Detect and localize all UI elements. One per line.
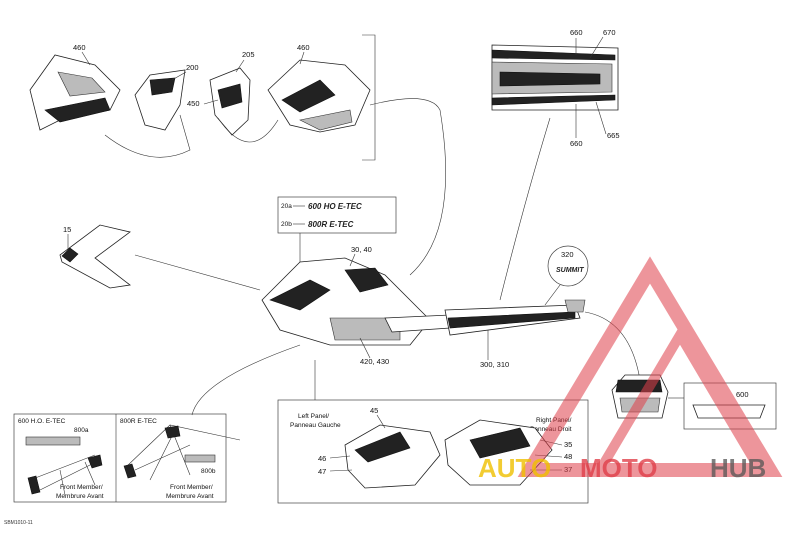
- nose-part-15: [59, 224, 131, 289]
- callout-420-430: 420, 430: [360, 357, 389, 366]
- callout-460-right: 460: [297, 43, 310, 52]
- front-member-800r: [123, 424, 241, 481]
- model-decal-box: [277, 196, 397, 234]
- callout-30-40: 30, 40: [351, 245, 372, 254]
- label-front-member-1-fr: Membrure Avant: [56, 493, 104, 500]
- callout-665: 665: [607, 131, 620, 140]
- watermark-logo: [517, 256, 783, 477]
- label-600-ho: 600 H.O. E-TEC: [18, 418, 66, 425]
- sled-body: [261, 257, 451, 346]
- callout-45: 45: [370, 406, 378, 415]
- tunnel-top-view: [491, 44, 619, 111]
- front-member-box: [13, 413, 227, 503]
- label-left-panel-fr: Panneau Gauche: [290, 422, 341, 429]
- callout-20b: 20b: [281, 221, 292, 228]
- callout-20a: 20a: [281, 203, 292, 210]
- label-front-member-2: Front Member/: [170, 484, 213, 491]
- side-panel-right-460: [267, 59, 371, 133]
- side-panel-200: [134, 69, 186, 131]
- decal-800a: [25, 436, 81, 446]
- label-left-panel: Left Panel/: [298, 413, 329, 420]
- svg-text:HUB: HUB: [710, 453, 766, 483]
- side-panel-left-460: [29, 54, 121, 131]
- callout-800a: 800a: [74, 427, 89, 434]
- decal-summit: SUMMIT: [556, 267, 584, 274]
- footer-code: SBM1010-11: [4, 520, 33, 526]
- callout-800b: 800b: [201, 468, 216, 475]
- callout-205: 205: [242, 50, 255, 59]
- decal-600ho: 600 HO E-TEC: [308, 202, 362, 211]
- svg-text:MOTO: MOTO: [580, 453, 658, 483]
- callout-660-top: 660: [570, 28, 583, 37]
- label-front-member-2-fr: Membrure Avant: [166, 493, 214, 500]
- callout-600: 600: [736, 390, 749, 399]
- label-front-member-1: Front Member/: [60, 484, 103, 491]
- side-panels-box: [277, 399, 589, 504]
- decal-800r: 800R E-TEC: [308, 220, 354, 229]
- front-member-600: [27, 454, 103, 496]
- callout-35: 35: [564, 440, 572, 449]
- left-side-panel: [344, 424, 441, 489]
- callout-47: 47: [318, 467, 326, 476]
- decal-800b: [184, 454, 216, 463]
- callout-48: 48: [564, 452, 572, 461]
- callout-200: 200: [186, 63, 199, 72]
- callout-460-left: 460: [73, 43, 86, 52]
- decal-320-circle: [547, 245, 589, 287]
- svg-text:AUTO: AUTO: [478, 453, 551, 483]
- watermark-text: AUTO MOTO HUB: [478, 453, 766, 483]
- callout-670: 670: [603, 28, 616, 37]
- callout-450: 450: [187, 99, 200, 108]
- callout-300-310: 300, 310: [480, 360, 509, 369]
- callout-46: 46: [318, 454, 326, 463]
- callout-15: 15: [63, 225, 71, 234]
- callout-320: 320: [561, 250, 574, 259]
- side-panel-205: [209, 67, 251, 136]
- tunnel-side-view: [444, 299, 586, 336]
- callout-660-bottom: 660: [570, 139, 583, 148]
- label-800r: 800R E-TEC: [120, 418, 157, 425]
